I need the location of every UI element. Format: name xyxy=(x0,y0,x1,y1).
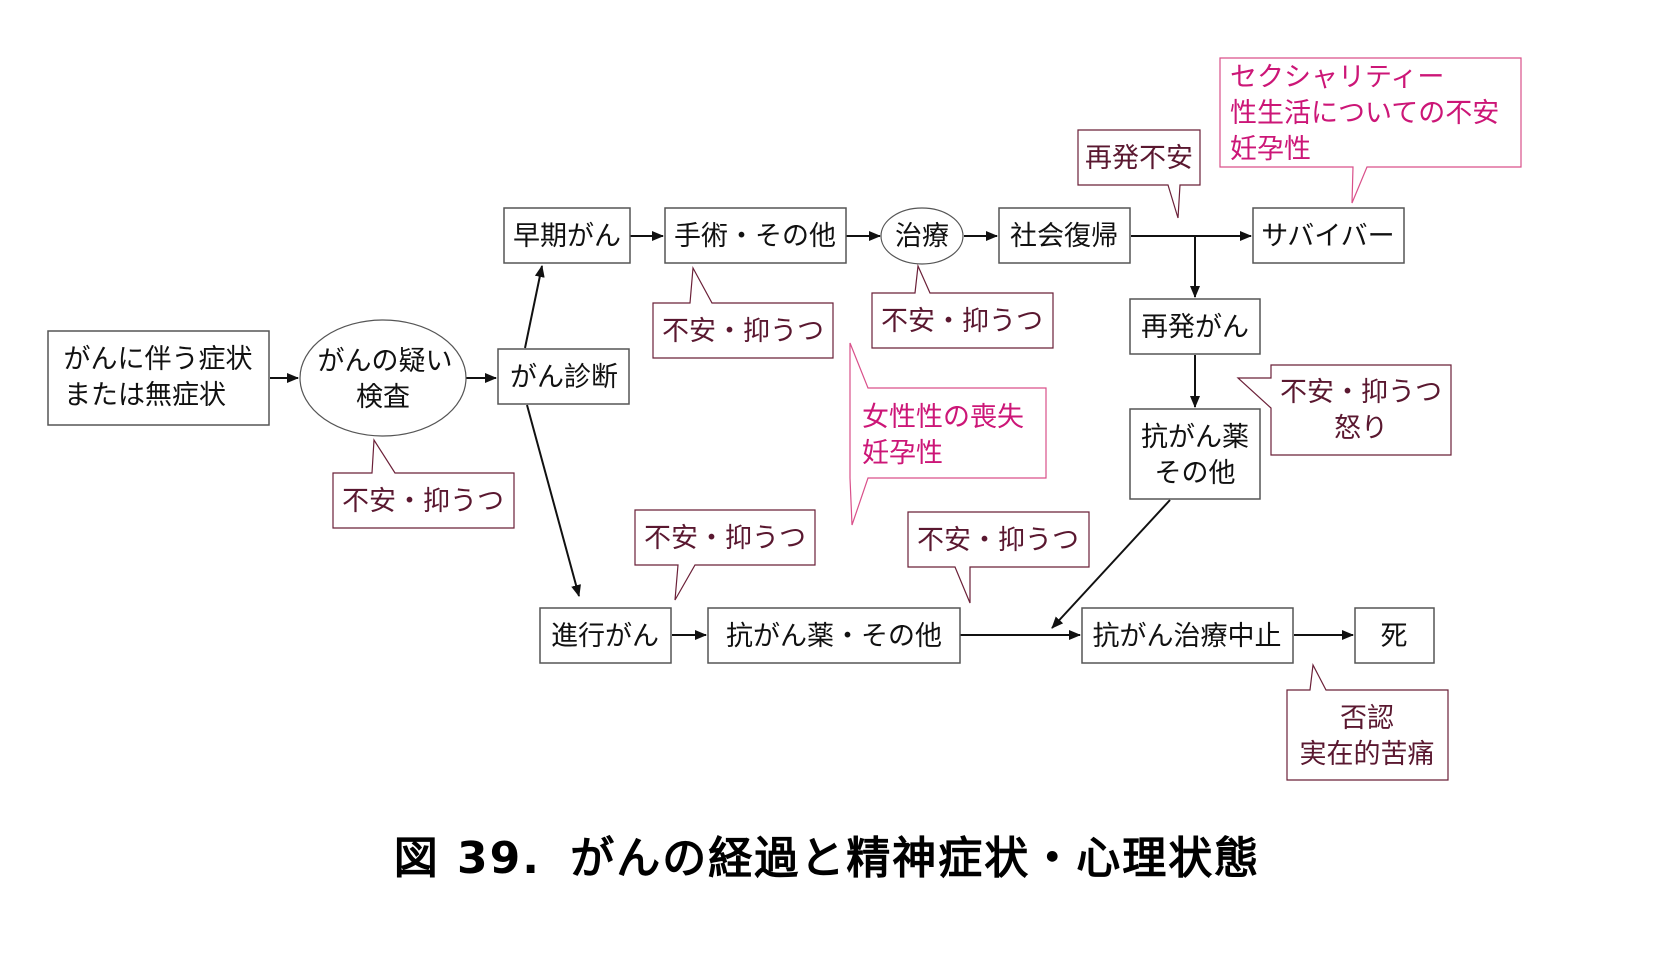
node-treatment-label: 治療 xyxy=(895,221,949,252)
callout-recurrence-emotion-line2: 怒り xyxy=(1334,413,1388,444)
node-recurrence: 再発がん xyxy=(1129,298,1261,355)
node-death: 死 xyxy=(1354,607,1435,664)
node-suspicion-line2: 検査 xyxy=(356,382,410,413)
node-diagnosis-label: がん診断 xyxy=(510,362,618,393)
callout-suspicion-anxiety: 不安・抑うつ xyxy=(332,438,515,529)
node-stop-treatment: 抗がん治療中止 xyxy=(1081,607,1294,664)
node-stop-treatment-label: 抗がん治療中止 xyxy=(1093,621,1282,652)
edge-diagnosis-to-early xyxy=(524,265,545,349)
node-chemo: 抗がん薬・その他 xyxy=(707,607,961,664)
node-survivor: サバイバー xyxy=(1252,207,1405,264)
node-treatment: 治療 xyxy=(880,207,964,265)
node-social-return: 社会復帰 xyxy=(998,207,1131,264)
node-symptoms: がんに伴う症状 または無症状 xyxy=(47,330,270,426)
callout-chemo-anxiety: 不安・抑うつ xyxy=(907,511,1090,604)
node-surgery: 手術・その他 xyxy=(664,207,847,264)
node-diagnosis: がん診断 xyxy=(497,348,630,405)
callout-recurrence-fear-text: 再発不安 xyxy=(1085,143,1193,174)
callout-treatment-anxiety: 不安・抑うつ xyxy=(871,263,1054,349)
node-advanced-cancer: 進行がん xyxy=(539,607,672,664)
node-early-cancer: 早期がん xyxy=(503,207,631,264)
callout-sexuality: セクシャリティー 性生活についての不安 妊孕性 xyxy=(1219,57,1522,204)
node-chemo-label: 抗がん薬・その他 xyxy=(726,621,942,652)
callout-recurrence-fear: 再発不安 xyxy=(1077,129,1201,219)
node-surgery-label: 手術・その他 xyxy=(674,221,836,252)
node-social-return-label: 社会復帰 xyxy=(1010,221,1118,252)
callout-sexuality-line1: セクシャリティー xyxy=(1230,62,1444,93)
callout-recurrence-emotion: 不安・抑うつ 怒り xyxy=(1236,364,1452,456)
node-recurrence-chemo-line2: その他 xyxy=(1155,458,1236,489)
callout-advanced-anxiety-text: 不安・抑うつ xyxy=(644,523,806,554)
node-recurrence-chemo: 抗がん薬 その他 xyxy=(1129,408,1261,500)
edge-recurrence-chemo-to-stop xyxy=(1051,499,1171,629)
figure-title: がんの経過と精神症状・心理状態 xyxy=(570,833,1261,884)
callout-terminal-line1: 否認 xyxy=(1340,703,1394,734)
node-advanced-cancer-label: 進行がん xyxy=(551,621,659,652)
callout-surgery-anxiety-text: 不安・抑うつ xyxy=(662,316,824,347)
callout-terminal-line2: 実在的苦痛 xyxy=(1300,739,1435,770)
callout-femininity: 女性性の喪失 妊孕性 xyxy=(849,342,1047,526)
callout-sexuality-line3: 妊孕性 xyxy=(1230,134,1311,165)
figure-caption: 図 39. がんの経過と精神症状・心理状態 xyxy=(0,822,1654,886)
callout-sexuality-line2: 性生活についての不安 xyxy=(1230,98,1499,129)
callout-treatment-anxiety-text: 不安・抑うつ xyxy=(881,306,1043,337)
callout-suspicion-anxiety-text: 不安・抑うつ xyxy=(342,486,504,517)
callout-recurrence-emotion-line1: 不安・抑うつ xyxy=(1280,377,1442,408)
callout-surgery-anxiety: 不安・抑うつ xyxy=(652,265,834,359)
node-survivor-label: サバイバー xyxy=(1261,221,1394,252)
node-suspicion: がんの疑い 検査 xyxy=(299,319,467,437)
edges xyxy=(270,231,1354,640)
edge-diagnosis-to-advanced xyxy=(526,404,581,597)
node-symptoms-line1: がんに伴う症状 xyxy=(64,344,253,375)
node-suspicion-line1: がんの疑い xyxy=(318,346,453,377)
callout-femininity-line2: 妊孕性 xyxy=(862,438,943,469)
node-death-label: 死 xyxy=(1381,621,1408,652)
node-symptoms-line2: または無症状 xyxy=(64,380,226,411)
callout-terminal: 否認 実在的苦痛 xyxy=(1286,662,1449,781)
node-recurrence-chemo-line1: 抗がん薬 xyxy=(1141,422,1249,453)
node-recurrence-label: 再発がん xyxy=(1141,312,1249,343)
callout-femininity-line1: 女性性の喪失 xyxy=(862,402,1024,433)
node-early-cancer-label: 早期がん xyxy=(513,221,621,252)
figure-number: 図 39. xyxy=(393,833,541,884)
callout-chemo-anxiety-text: 不安・抑うつ xyxy=(917,525,1079,556)
callout-advanced-anxiety: 不安・抑うつ xyxy=(634,509,816,601)
